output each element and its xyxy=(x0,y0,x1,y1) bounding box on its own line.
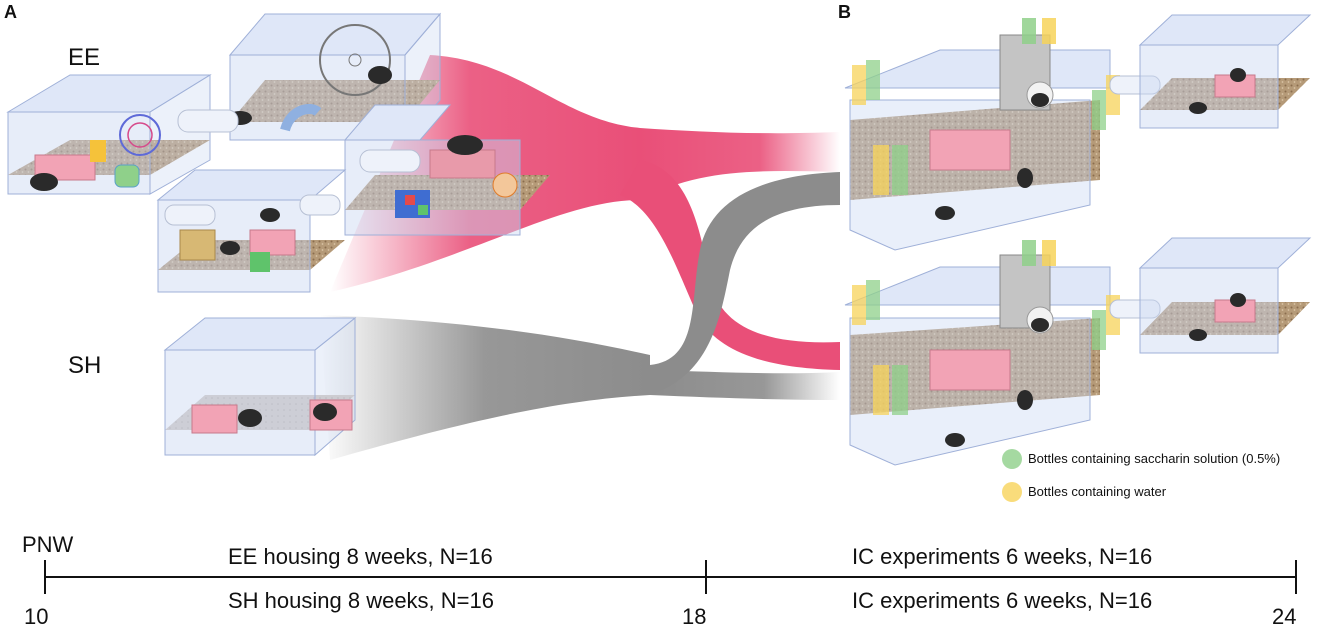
ee-cage-1 xyxy=(6,74,212,195)
timeline-segment-1-bottom: SH housing 8 weeks, N=16 xyxy=(228,588,494,613)
legend-saccharin-marker xyxy=(1002,449,1022,469)
timeline-segment-1-top: EE housing 8 weeks, N=16 xyxy=(228,544,493,569)
group-label-ee: EE xyxy=(68,44,101,71)
ee-cage-4 xyxy=(156,169,347,293)
timeline-axis xyxy=(44,560,1297,594)
timeline-segment-2-top: IC experiments 6 weeks, N=16 xyxy=(852,544,1153,569)
ee-connecting-tube xyxy=(177,109,239,133)
sh-flow-band-left xyxy=(320,315,650,460)
sh-cage xyxy=(163,316,357,457)
ee-flow-band-upper-right xyxy=(640,128,840,200)
timeline-segment-2-bottom: IC experiments 6 weeks, N=16 xyxy=(852,588,1153,613)
panel-label-b: B xyxy=(838,2,851,22)
ee-flow-band-lower-right xyxy=(620,160,840,370)
side-cage-bottom xyxy=(1138,237,1312,354)
intellicage-top xyxy=(844,18,1161,251)
legend-saccharin-label: Bottles containing saccharin solution (0… xyxy=(1028,451,1281,466)
sh-flow-band-cross xyxy=(650,172,840,395)
timeline-unit-label: PNW xyxy=(22,532,74,557)
legend-water-marker xyxy=(1002,482,1022,502)
intellicage-bottom xyxy=(844,240,1161,466)
legend-water-label: Bottles containing water xyxy=(1028,484,1167,499)
ee-cage-3 xyxy=(343,104,550,236)
timeline-tick-label-18: 18 xyxy=(682,604,707,629)
sh-flow-band-lower-right xyxy=(650,370,840,400)
timeline-tick-label-24: 24 xyxy=(1272,604,1297,629)
panel-label-a: A xyxy=(4,2,17,22)
timeline-tick-label-10: 10 xyxy=(24,604,49,629)
side-cage-top xyxy=(1138,14,1312,129)
group-label-sh: SH xyxy=(68,352,102,379)
ee-cage-2 xyxy=(228,12,442,142)
